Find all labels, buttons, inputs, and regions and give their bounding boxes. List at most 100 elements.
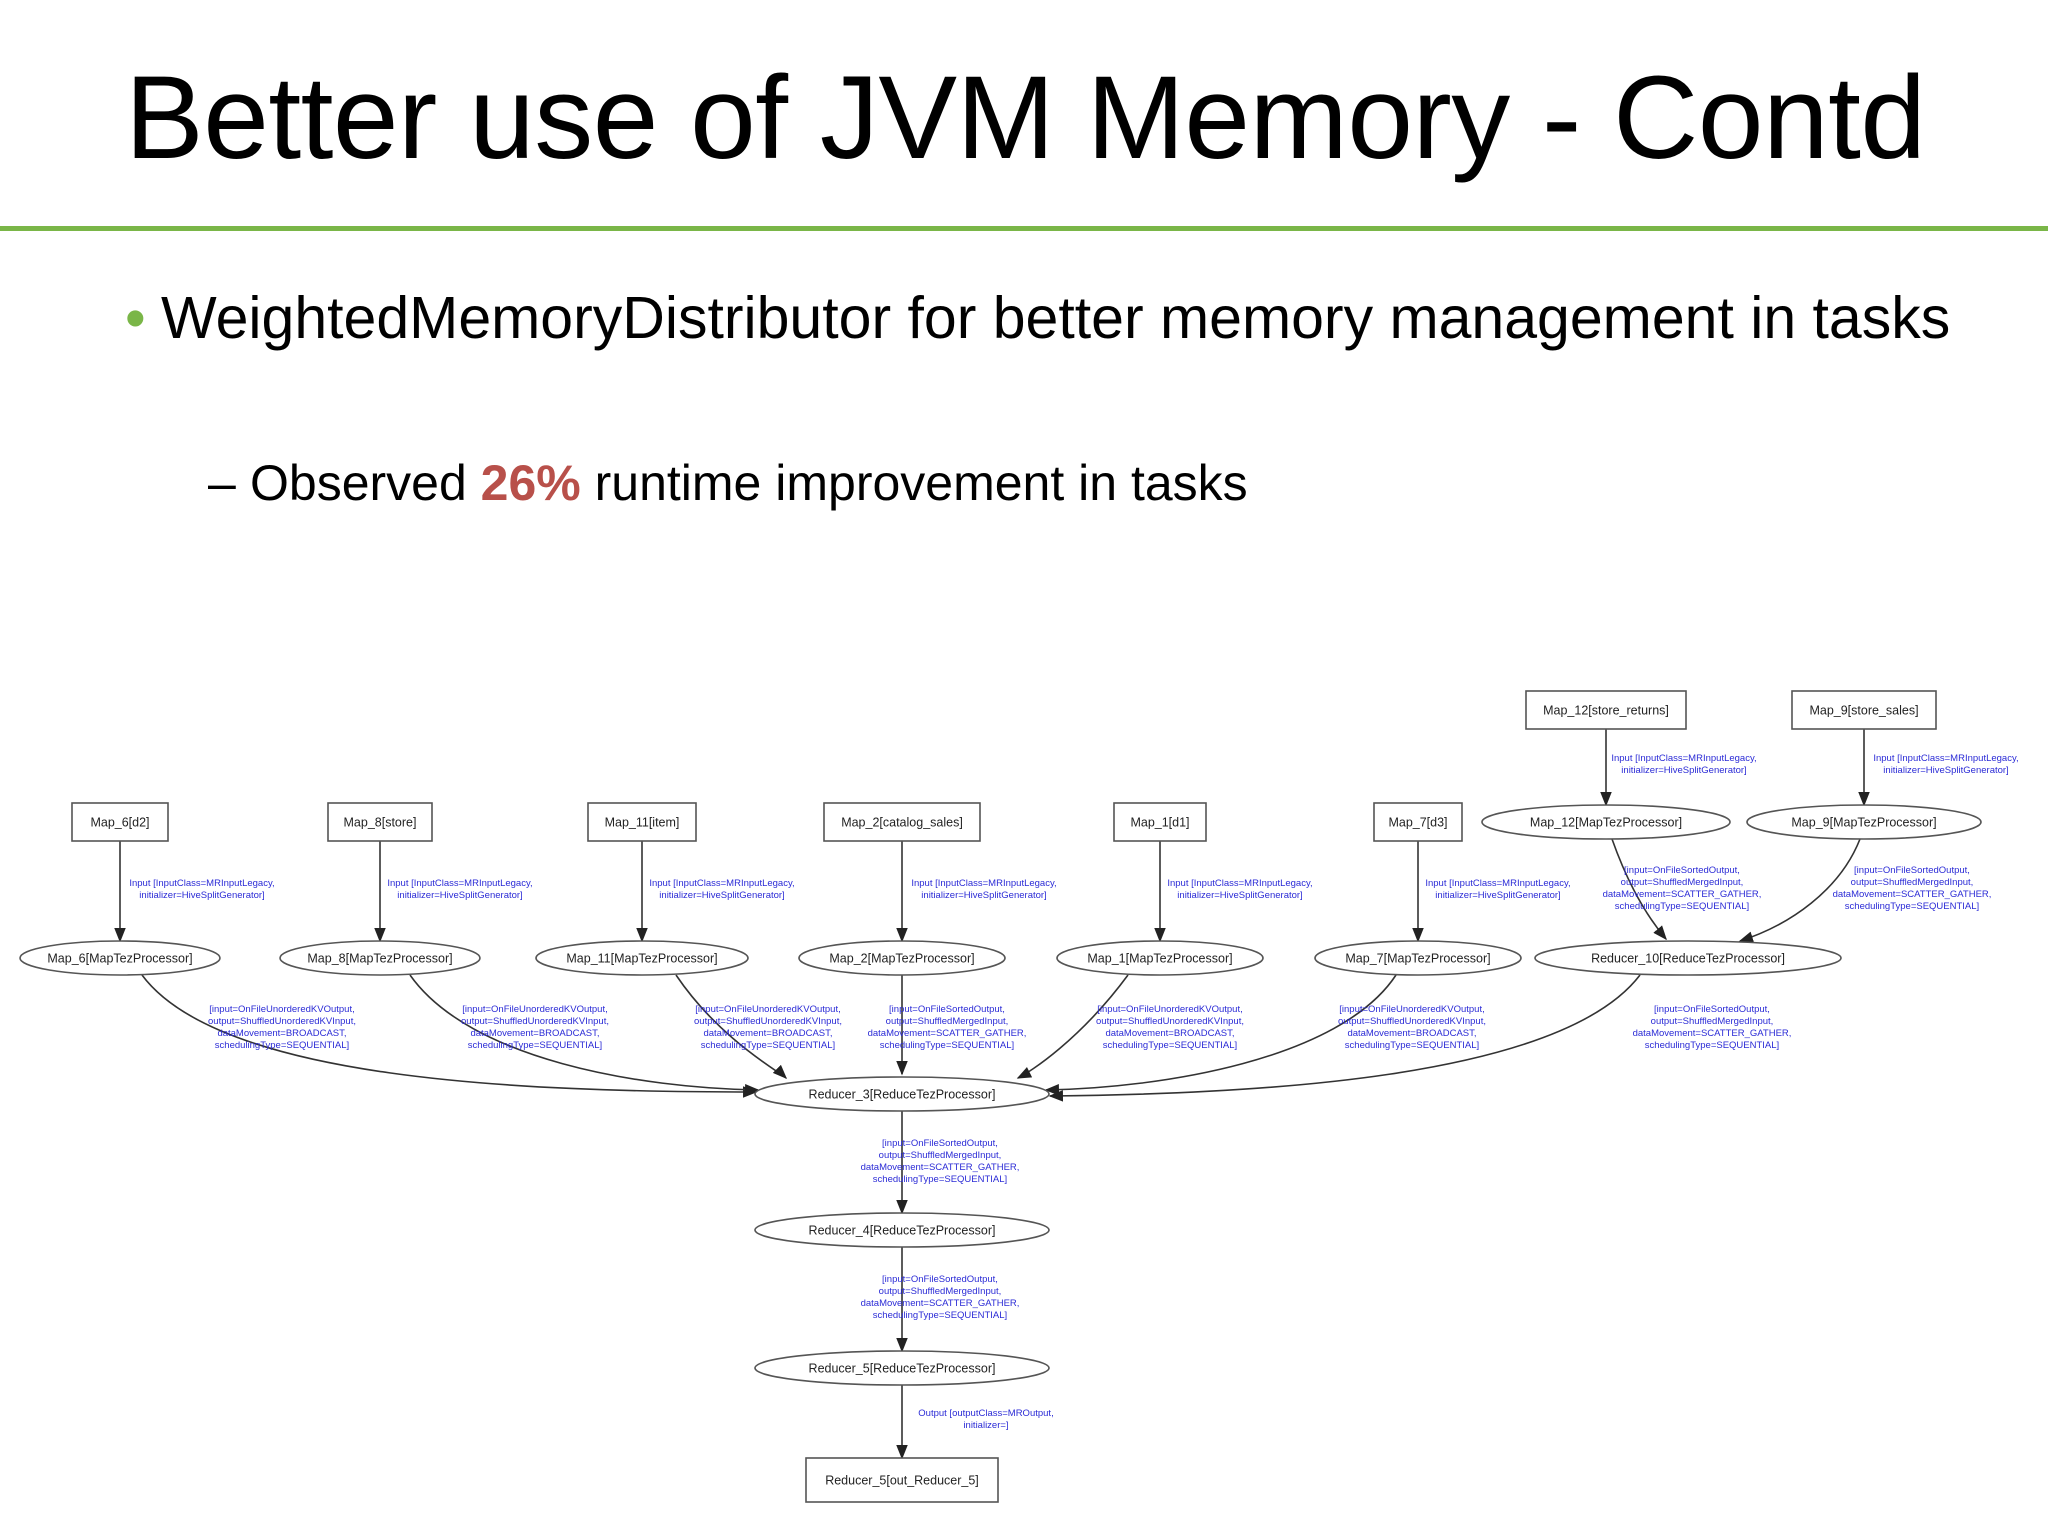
edge-label-line: [input=OnFileSortedOutput, — [882, 1138, 998, 1149]
edge-m1p-to-r3 — [1016, 974, 1129, 1079]
improvement-percentage: 26% — [480, 455, 581, 511]
edge-label-line: Input [InputClass=MRInputLegacy, — [1425, 878, 1570, 889]
edge-label-line: initializer=HiveSplitGenerator] — [1177, 890, 1302, 901]
slide-title: Better use of JVM Memory - Contd — [125, 52, 1926, 184]
edge-r10-to-r3 — [1048, 974, 1641, 1102]
node-m6s: Map_6[d2] — [71, 802, 169, 842]
edge-label-line: Input [InputClass=MRInputLegacy, — [1873, 753, 2018, 764]
node-label: Reducer_10[ReduceTezProcessor] — [1591, 952, 1785, 966]
edge-label-line: Input [InputClass=MRInputLegacy, — [387, 878, 532, 889]
edge-label-line: schedulingType=SEQUENTIAL] — [701, 1040, 835, 1051]
edge-label-m2s-to-m2p: Input [InputClass=MRInputLegacy,initiali… — [911, 878, 1056, 901]
edge-m9p-to-r10 — [1738, 838, 1861, 943]
node-m2s: Map_2[catalog_sales] — [823, 802, 981, 842]
edge-label-m1p-to-r3: [input=OnFileUnorderedKVOutput,output=Sh… — [1096, 1004, 1244, 1051]
edge-label-line: initializer=HiveSplitGenerator] — [921, 890, 1046, 901]
edge-label-m8s-to-m8p: Input [InputClass=MRInputLegacy,initiali… — [387, 878, 532, 901]
edge-label-line: dataMovement=BROADCAST, — [1105, 1028, 1234, 1039]
node-m9p: Map_9[MapTezProcessor] — [1746, 804, 1982, 840]
node-shape — [19, 940, 221, 976]
node-shape — [754, 1212, 1050, 1248]
node-shape — [535, 940, 749, 976]
node-shape — [798, 940, 1006, 976]
edge-label-m9p-to-r10: [input=OnFileSortedOutput,output=Shuffle… — [1833, 865, 1992, 912]
edge-label-r10-to-r3: [input=OnFileSortedOutput,output=Shuffle… — [1633, 1004, 1792, 1051]
edge-label-line: dataMovement=BROADCAST, — [1347, 1028, 1476, 1039]
node-label: Map_12[store_returns] — [1543, 704, 1669, 718]
edge-label-m11p-to-r3: [input=OnFileUnorderedKVOutput,output=Sh… — [694, 1004, 842, 1051]
node-shape — [327, 802, 433, 842]
edge-m7p-to-r3 — [1044, 974, 1397, 1096]
edge-label-line: dataMovement=SCATTER_GATHER, — [861, 1162, 1020, 1173]
bullet-sub: –Observed 26% runtime improvement in tas… — [208, 450, 1248, 516]
node-shape — [805, 1457, 999, 1503]
edge-label-line: [input=OnFileUnorderedKVOutput, — [1339, 1004, 1485, 1015]
node-m9s: Map_9[store_sales] — [1791, 690, 1937, 730]
edge-label-line: schedulingType=SEQUENTIAL] — [468, 1040, 602, 1051]
node-shape — [1534, 940, 1842, 976]
edge-label-m11s-to-m11p: Input [InputClass=MRInputLegacy,initiali… — [649, 878, 794, 901]
node-m2p: Map_2[MapTezProcessor] — [798, 940, 1006, 976]
edge-label-line: initializer=HiveSplitGenerator] — [659, 890, 784, 901]
edge-label-r3-to-r4: [input=OnFileSortedOutput,output=Shuffle… — [861, 1138, 1020, 1185]
bullet-main-text: WeightedMemoryDistributor for better mem… — [161, 285, 1951, 351]
edge-label-line: schedulingType=SEQUENTIAL] — [215, 1040, 349, 1051]
edge-label-line: Input [InputClass=MRInputLegacy, — [129, 878, 274, 889]
edge-label-line: Input [InputClass=MRInputLegacy, — [649, 878, 794, 889]
edge-label-line: schedulingType=SEQUENTIAL] — [873, 1174, 1007, 1185]
node-r3: Reducer_3[ReduceTezProcessor] — [754, 1076, 1050, 1112]
edge-m11p-to-r3 — [675, 974, 788, 1080]
node-label: Map_11[item] — [605, 816, 680, 830]
node-label: Map_2[catalog_sales] — [841, 816, 963, 830]
node-m6p: Map_6[MapTezProcessor] — [19, 940, 221, 976]
node-shape — [823, 802, 981, 842]
edge-label-line: output=ShuffledUnorderedKVInput, — [461, 1016, 609, 1027]
edge-m6p-to-r3 — [141, 974, 758, 1098]
node-m12p: Map_12[MapTezProcessor] — [1481, 804, 1731, 840]
edge-label-m6s-to-m6p: Input [InputClass=MRInputLegacy,initiali… — [129, 878, 274, 901]
node-shape — [754, 1076, 1050, 1112]
edge-label-line: output=ShuffledMergedInput, — [886, 1016, 1009, 1027]
edge-label-line: dataMovement=BROADCAST, — [703, 1028, 832, 1039]
edge-label-m8p-to-r3: [input=OnFileUnorderedKVOutput,output=Sh… — [461, 1004, 609, 1051]
node-label: Map_9[MapTezProcessor] — [1791, 816, 1936, 830]
edge-label-m12s-to-m12p: Input [InputClass=MRInputLegacy,initiali… — [1611, 753, 1756, 776]
node-shape — [1113, 802, 1207, 842]
edge-label-line: dataMovement=BROADCAST, — [470, 1028, 599, 1039]
edge-label-line: [input=OnFileUnorderedKVOutput, — [1097, 1004, 1243, 1015]
edge-label-line: initializer=HiveSplitGenerator] — [397, 890, 522, 901]
node-label: Reducer_3[ReduceTezProcessor] — [809, 1088, 996, 1102]
node-shape — [1481, 804, 1731, 840]
edge-label-m12p-to-r10: [input=OnFileSortedOutput,output=Shuffle… — [1603, 865, 1762, 912]
edge-label-m7p-to-r3: [input=OnFileUnorderedKVOutput,output=Sh… — [1338, 1004, 1486, 1051]
edge-label-line: initializer=HiveSplitGenerator] — [1435, 890, 1560, 901]
node-label: Reducer_4[ReduceTezProcessor] — [809, 1224, 996, 1238]
edge-label-line: output=ShuffledMergedInput, — [1621, 877, 1744, 888]
node-shape — [1746, 804, 1982, 840]
edge-label-line: initializer=HiveSplitGenerator] — [1883, 765, 2008, 776]
node-label: Reducer_5[out_Reducer_5] — [825, 1474, 979, 1488]
edge-label-line: schedulingType=SEQUENTIAL] — [1345, 1040, 1479, 1051]
edge-label-m1s-to-m1p: Input [InputClass=MRInputLegacy,initiali… — [1167, 878, 1312, 901]
edge-label-line: [input=OnFileSortedOutput, — [882, 1274, 998, 1285]
node-label: Map_6[d2] — [90, 816, 149, 830]
edge-label-m2p-to-r3: [input=OnFileSortedOutput,output=Shuffle… — [868, 1004, 1027, 1051]
node-label: Map_6[MapTezProcessor] — [47, 952, 192, 966]
node-r5o: Reducer_5[out_Reducer_5] — [805, 1457, 999, 1503]
node-label: Map_11[MapTezProcessor] — [566, 952, 717, 966]
node-r10: Reducer_10[ReduceTezProcessor] — [1534, 940, 1842, 976]
node-label: Map_1[MapTezProcessor] — [1087, 952, 1232, 966]
edge-label-line: schedulingType=SEQUENTIAL] — [873, 1310, 1007, 1321]
edge-label-m9s-to-m9p: Input [InputClass=MRInputLegacy,initiali… — [1873, 753, 2018, 776]
node-shape — [279, 940, 481, 976]
edge-label-line: output=ShuffledUnorderedKVInput, — [694, 1016, 842, 1027]
node-m11p: Map_11[MapTezProcessor] — [535, 940, 749, 976]
edge-label-line: output=ShuffledMergedInput, — [1851, 877, 1974, 888]
edge-label-line: Input [InputClass=MRInputLegacy, — [1611, 753, 1756, 764]
edge-label-line: initializer=HiveSplitGenerator] — [139, 890, 264, 901]
bullet-sub-prefix: Observed — [250, 455, 481, 511]
edge-label-line: [input=OnFileSortedOutput, — [1624, 865, 1740, 876]
node-shape — [1791, 690, 1937, 730]
edge-label-line: Input [InputClass=MRInputLegacy, — [911, 878, 1056, 889]
node-label: Map_9[store_sales] — [1809, 704, 1918, 718]
